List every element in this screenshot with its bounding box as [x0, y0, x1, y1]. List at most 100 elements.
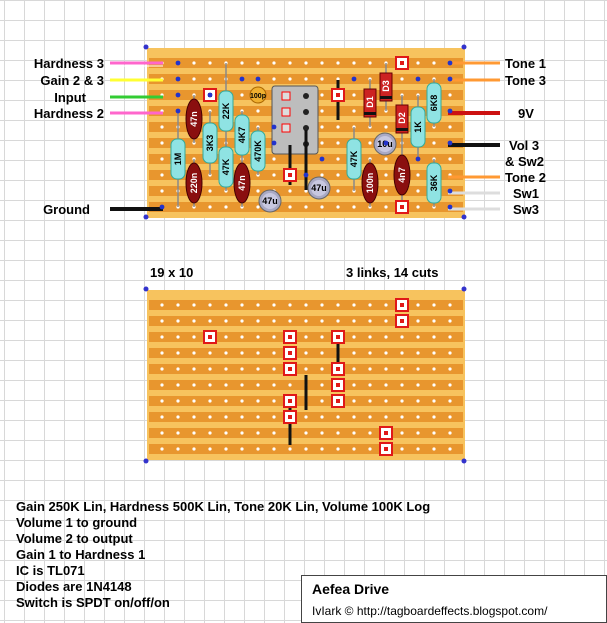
- board-hole: [320, 141, 324, 145]
- board-hole: [176, 383, 180, 387]
- strip-cut-center: [336, 93, 340, 97]
- board-hole: [192, 447, 196, 451]
- board-hole: [352, 61, 356, 65]
- board-hole: [352, 93, 356, 97]
- board-hole: [256, 351, 260, 355]
- board-hole: [304, 77, 308, 81]
- board-hole: [320, 173, 324, 177]
- board-hole: [432, 319, 436, 323]
- label-sw2: & Sw2: [505, 154, 545, 169]
- note-line: Switch is SPDT on/off/on: [16, 595, 170, 610]
- board-hole: [400, 431, 404, 435]
- diode-band: [380, 96, 392, 99]
- board-hole: [432, 351, 436, 355]
- board-hole: [272, 431, 276, 435]
- board-hole: [432, 415, 436, 419]
- resistor-body: [346, 138, 362, 180]
- board-hole: [304, 303, 308, 307]
- capacitor-body: [185, 98, 203, 140]
- label-tone1: Tone 1: [505, 56, 546, 71]
- resistor-body: [410, 106, 426, 148]
- board-hole: [272, 61, 276, 65]
- solder-point: [271, 140, 277, 146]
- board-hole: [368, 351, 372, 355]
- board-hole: [176, 399, 180, 403]
- capacitor-value: 220n: [189, 173, 199, 194]
- board-hole: [384, 173, 388, 177]
- solder-point: [159, 204, 165, 210]
- board-hole: [240, 303, 244, 307]
- board-hole: [240, 431, 244, 435]
- solder-point: [447, 204, 453, 210]
- solder-point: [447, 188, 453, 194]
- board-hole: [448, 125, 452, 129]
- board-hole: [256, 383, 260, 387]
- board-hole: [432, 303, 436, 307]
- board-hole: [192, 431, 196, 435]
- label-ground: Ground: [43, 202, 90, 217]
- board-hole: [160, 157, 164, 161]
- label-gain23: Gain 2 & 3: [40, 73, 104, 88]
- electrolytic-value: 47u: [262, 196, 278, 206]
- board-hole: [272, 77, 276, 81]
- board-hole: [160, 367, 164, 371]
- board-hole: [256, 303, 260, 307]
- capacitor-body: [361, 162, 379, 204]
- strip-cut-center: [400, 205, 404, 209]
- diode-label: D3: [381, 80, 391, 92]
- board-hole: [448, 351, 452, 355]
- board-hole: [320, 399, 324, 403]
- capacitor-value: 4n7: [397, 167, 407, 183]
- solder-point: [383, 140, 389, 146]
- board-hole: [416, 415, 420, 419]
- board-hole: [272, 303, 276, 307]
- solder-point: [319, 156, 325, 162]
- strip-cut-center: [288, 399, 292, 403]
- board-hole: [272, 447, 276, 451]
- board-hole: [160, 351, 164, 355]
- board-hole: [416, 431, 420, 435]
- board-hole: [240, 415, 244, 419]
- electrolytic-top: [262, 193, 278, 209]
- board-hole: [320, 61, 324, 65]
- board-hole: [320, 431, 324, 435]
- board-hole: [400, 77, 404, 81]
- note-line: Volume 2 to output: [16, 531, 133, 546]
- label-tone2: Tone 2: [505, 170, 546, 185]
- diode-band: [364, 112, 376, 115]
- board-hole: [336, 173, 340, 177]
- label-input: Input: [54, 90, 86, 105]
- notes: Gain 250K Lin, Hardness 500K Lin, Tone 2…: [16, 499, 430, 611]
- diode-body: [395, 104, 409, 134]
- board-hole: [304, 367, 308, 371]
- board-hole: [304, 61, 308, 65]
- ic-tl071: [271, 85, 319, 155]
- solder-point: [303, 172, 309, 178]
- solder-point: [447, 76, 453, 82]
- board-hole: [272, 351, 276, 355]
- board-hole: [160, 141, 164, 145]
- board-hole: [208, 399, 212, 403]
- board-hole: [288, 447, 292, 451]
- board-hole: [320, 93, 324, 97]
- strip-cut-center: [336, 335, 340, 339]
- strip-cut-center: [400, 61, 404, 65]
- board-hole: [256, 415, 260, 419]
- board-hole: [192, 367, 196, 371]
- board-hole: [208, 367, 212, 371]
- board-hole: [336, 205, 340, 209]
- board-hole: [160, 399, 164, 403]
- solder-point: [447, 108, 453, 114]
- board-hole: [224, 367, 228, 371]
- resistor-value: 47K: [221, 158, 231, 175]
- board-hole: [176, 351, 180, 355]
- board-hole: [432, 447, 436, 451]
- board-hole: [160, 125, 164, 129]
- board-hole: [336, 189, 340, 193]
- bottom-board: [147, 290, 465, 460]
- board-hole: [192, 303, 196, 307]
- board-hole: [272, 367, 276, 371]
- board-hole: [192, 335, 196, 339]
- board-hole: [224, 351, 228, 355]
